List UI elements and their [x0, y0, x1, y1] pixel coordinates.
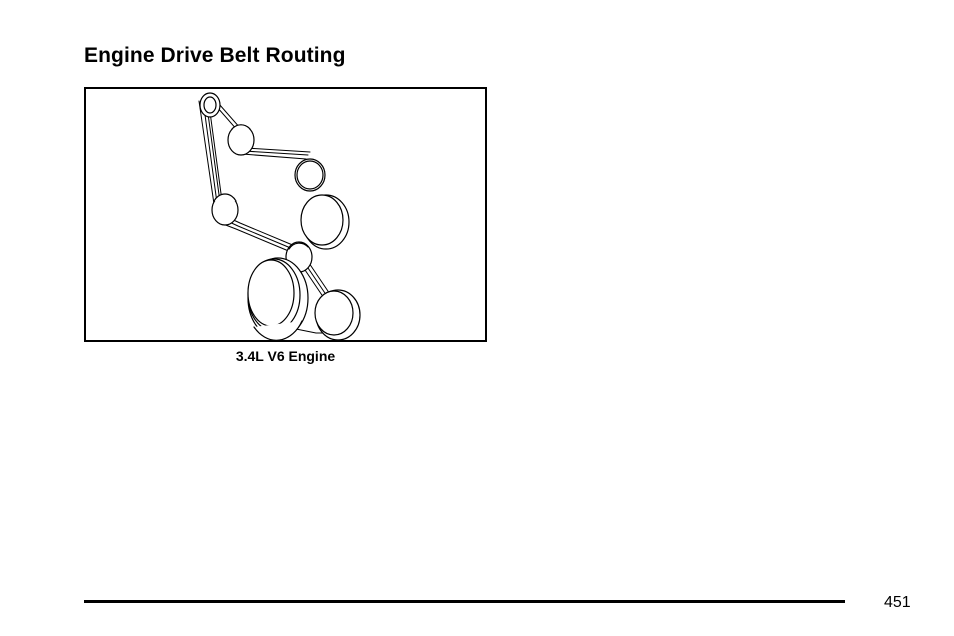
tensioner-pulley — [295, 159, 325, 191]
crankshaft-pulley — [248, 258, 308, 340]
left-idler-pulley — [212, 194, 238, 225]
power-steering-pulley — [315, 290, 360, 340]
section-title: Engine Drive Belt Routing — [84, 44, 346, 68]
alternator-pulley — [301, 195, 349, 249]
belt-routing-diagram — [86, 89, 485, 340]
figure-caption: 3.4L V6 Engine — [84, 348, 487, 364]
belt-routing-figure — [84, 87, 487, 342]
upper-idler-pulley — [228, 125, 254, 155]
footer-rule — [84, 600, 845, 603]
top-idler-pulley — [200, 93, 220, 117]
page-number: 451 — [884, 594, 911, 612]
